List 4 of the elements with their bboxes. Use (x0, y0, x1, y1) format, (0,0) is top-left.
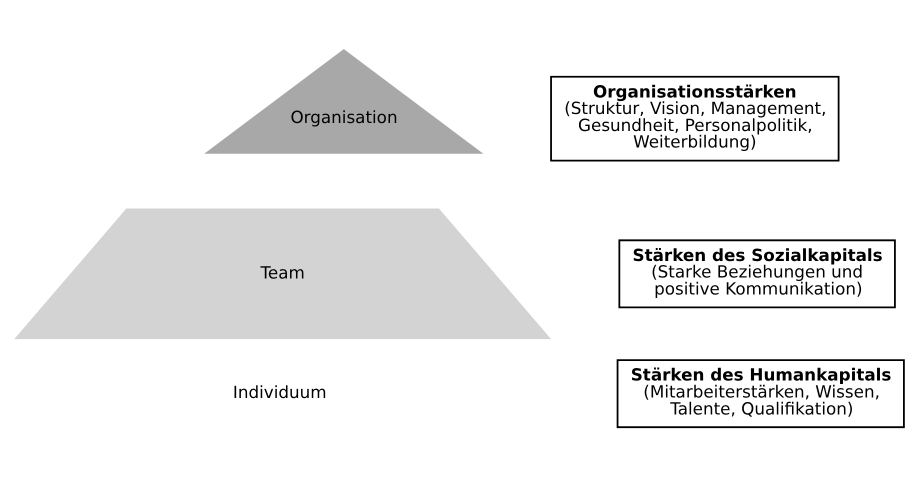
node-box: Stärken des Sozialkapitals (Starke Beziehungen und positive Kommunikation) (618, 239, 896, 308)
node-box: Stärken des Humankapitals (Mitarbeiterstärken, Wissen, Talente, Qualifikation) (616, 359, 905, 428)
label: Individuum (232, 382, 327, 402)
node-box: Organisationsstärken (Struktur, Vision, Management, Gesundheit, Personalpolitik, Weiterbildung) (550, 76, 840, 162)
